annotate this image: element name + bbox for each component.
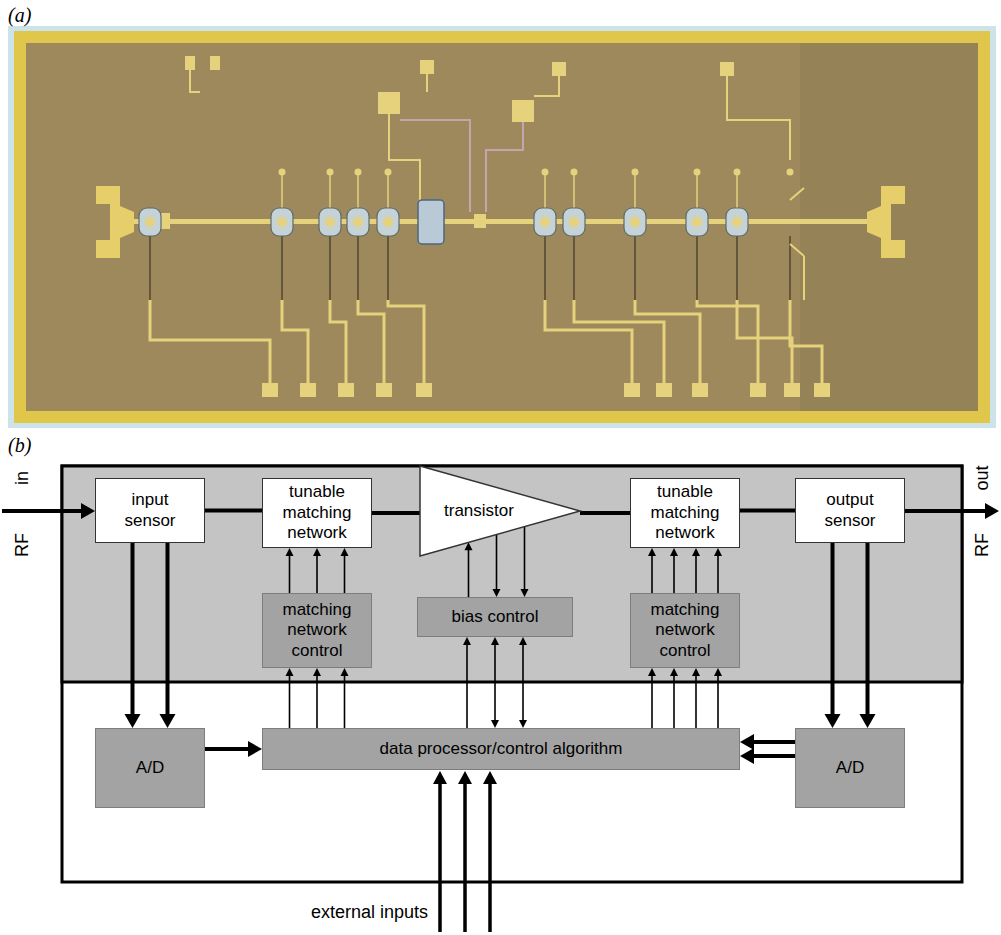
box-label: tunable matching network <box>641 482 729 543</box>
rf-input-arrow <box>2 503 95 519</box>
signal-name: out <box>972 465 992 490</box>
connector <box>740 734 795 750</box>
connector <box>125 543 141 728</box>
connector <box>580 513 630 514</box>
box-label: matching network control <box>641 600 729 661</box>
control-box: matching network control <box>262 593 372 668</box>
converter-box: A/D <box>795 728 905 808</box>
connector <box>286 548 294 593</box>
box-label: bias control <box>452 607 539 627</box>
external-input-arrows <box>433 771 497 932</box>
box-label: matching network control <box>273 600 361 661</box>
connector <box>714 668 722 728</box>
connector <box>692 548 700 593</box>
connector <box>463 637 471 728</box>
signal-name: RF <box>972 533 992 557</box>
sensor-box: input sensor <box>95 478 205 543</box>
converter-box: A/D <box>95 728 205 808</box>
connector <box>205 510 262 511</box>
box-label: input sensor <box>106 490 194 531</box>
processor-box: data processor/control algorithm <box>262 728 740 770</box>
connector <box>341 668 349 728</box>
box-label: transistor <box>444 501 514 521</box>
matching-network-box: tunable matching network <box>630 478 740 548</box>
connector <box>341 548 349 593</box>
connector <box>648 548 656 593</box>
sensor-box: output sensor <box>795 478 905 543</box>
connector <box>372 513 420 514</box>
matching-network-box: tunable matching network <box>262 478 372 548</box>
box-label: A/D <box>836 758 864 778</box>
box-label: data processor/control algorithm <box>380 739 623 759</box>
rf-output-arrow <box>905 503 999 519</box>
connector <box>692 668 700 728</box>
connector <box>519 637 527 728</box>
box-label: tunable matching network <box>273 482 361 543</box>
input-note: external inputs <box>311 902 428 922</box>
connector <box>740 748 795 764</box>
signal-name: in <box>12 471 32 485</box>
connector <box>286 668 294 728</box>
control-box: bias control <box>417 597 573 637</box>
signal-name: RF <box>12 533 32 557</box>
connector <box>465 542 473 597</box>
connector <box>491 637 499 728</box>
connector <box>313 548 321 593</box>
connector <box>714 548 722 593</box>
connector <box>205 741 262 757</box>
box-label: A/D <box>136 758 164 778</box>
control-box: matching network control <box>630 593 740 668</box>
chip-photo <box>8 26 996 428</box>
connector <box>740 510 795 511</box>
transistor-triangle: transistor <box>420 466 580 556</box>
connector <box>521 527 529 597</box>
connector <box>860 543 876 728</box>
panel-letter: (a) <box>8 4 31 26</box>
connector <box>648 668 656 728</box>
system-frame <box>62 466 962 882</box>
connector <box>160 543 176 728</box>
connector <box>493 534 501 597</box>
connector <box>313 668 321 728</box>
connector <box>670 548 678 593</box>
connector <box>670 668 678 728</box>
panel-letter: (b) <box>8 434 31 456</box>
box-label: output sensor <box>806 490 894 531</box>
connector <box>825 543 841 728</box>
